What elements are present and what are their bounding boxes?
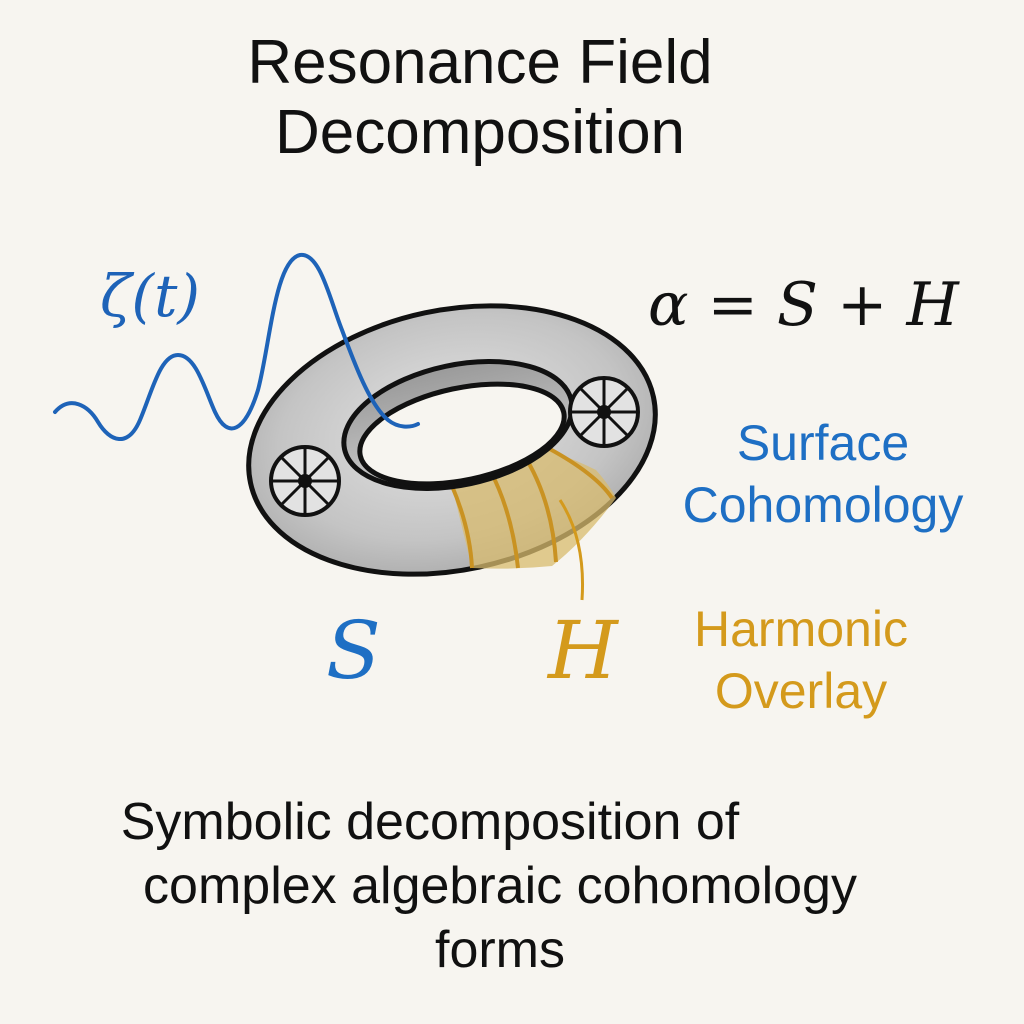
diagram-caption: Symbolic decomposition of complex algebr… bbox=[80, 790, 920, 982]
right-wheel-icon bbox=[568, 376, 640, 448]
diagram-title: Resonance Field Decomposition bbox=[0, 28, 960, 168]
zeta-wave-curve bbox=[53, 252, 420, 441]
harmonic-label-line-1: Harmonic bbox=[694, 601, 908, 657]
decomposition-formula: α = S + H bbox=[648, 270, 959, 340]
surface-label-line-2: Cohomology bbox=[682, 477, 964, 533]
caption-line-2: complex algebraic cohomology bbox=[143, 857, 857, 915]
harmonic-band-line-1 bbox=[450, 485, 474, 569]
symbol-h: H bbox=[548, 604, 618, 697]
harmonic-leader-line bbox=[558, 499, 584, 601]
surface-label-line-1: Surface bbox=[736, 415, 910, 471]
torus-hole-inner bbox=[357, 381, 567, 487]
caption-line-1: Symbolic decomposition of bbox=[120, 793, 740, 851]
harmonic-band-line-4 bbox=[547, 446, 614, 500]
title-line-2: Decomposition bbox=[274, 98, 686, 167]
zeta-label: ζ(t) bbox=[100, 262, 200, 330]
harmonic-label-line-2: Overlay bbox=[714, 663, 888, 719]
symbol-s: S bbox=[326, 604, 381, 697]
surface-cohomology-label: Surface Cohomology bbox=[648, 412, 998, 536]
caption-line-3: forms bbox=[435, 921, 565, 979]
left-wheel-icon bbox=[269, 445, 341, 517]
title-line-1: Resonance Field bbox=[247, 28, 713, 97]
harmonic-overlay-label: Harmonic Overlay bbox=[656, 598, 946, 722]
